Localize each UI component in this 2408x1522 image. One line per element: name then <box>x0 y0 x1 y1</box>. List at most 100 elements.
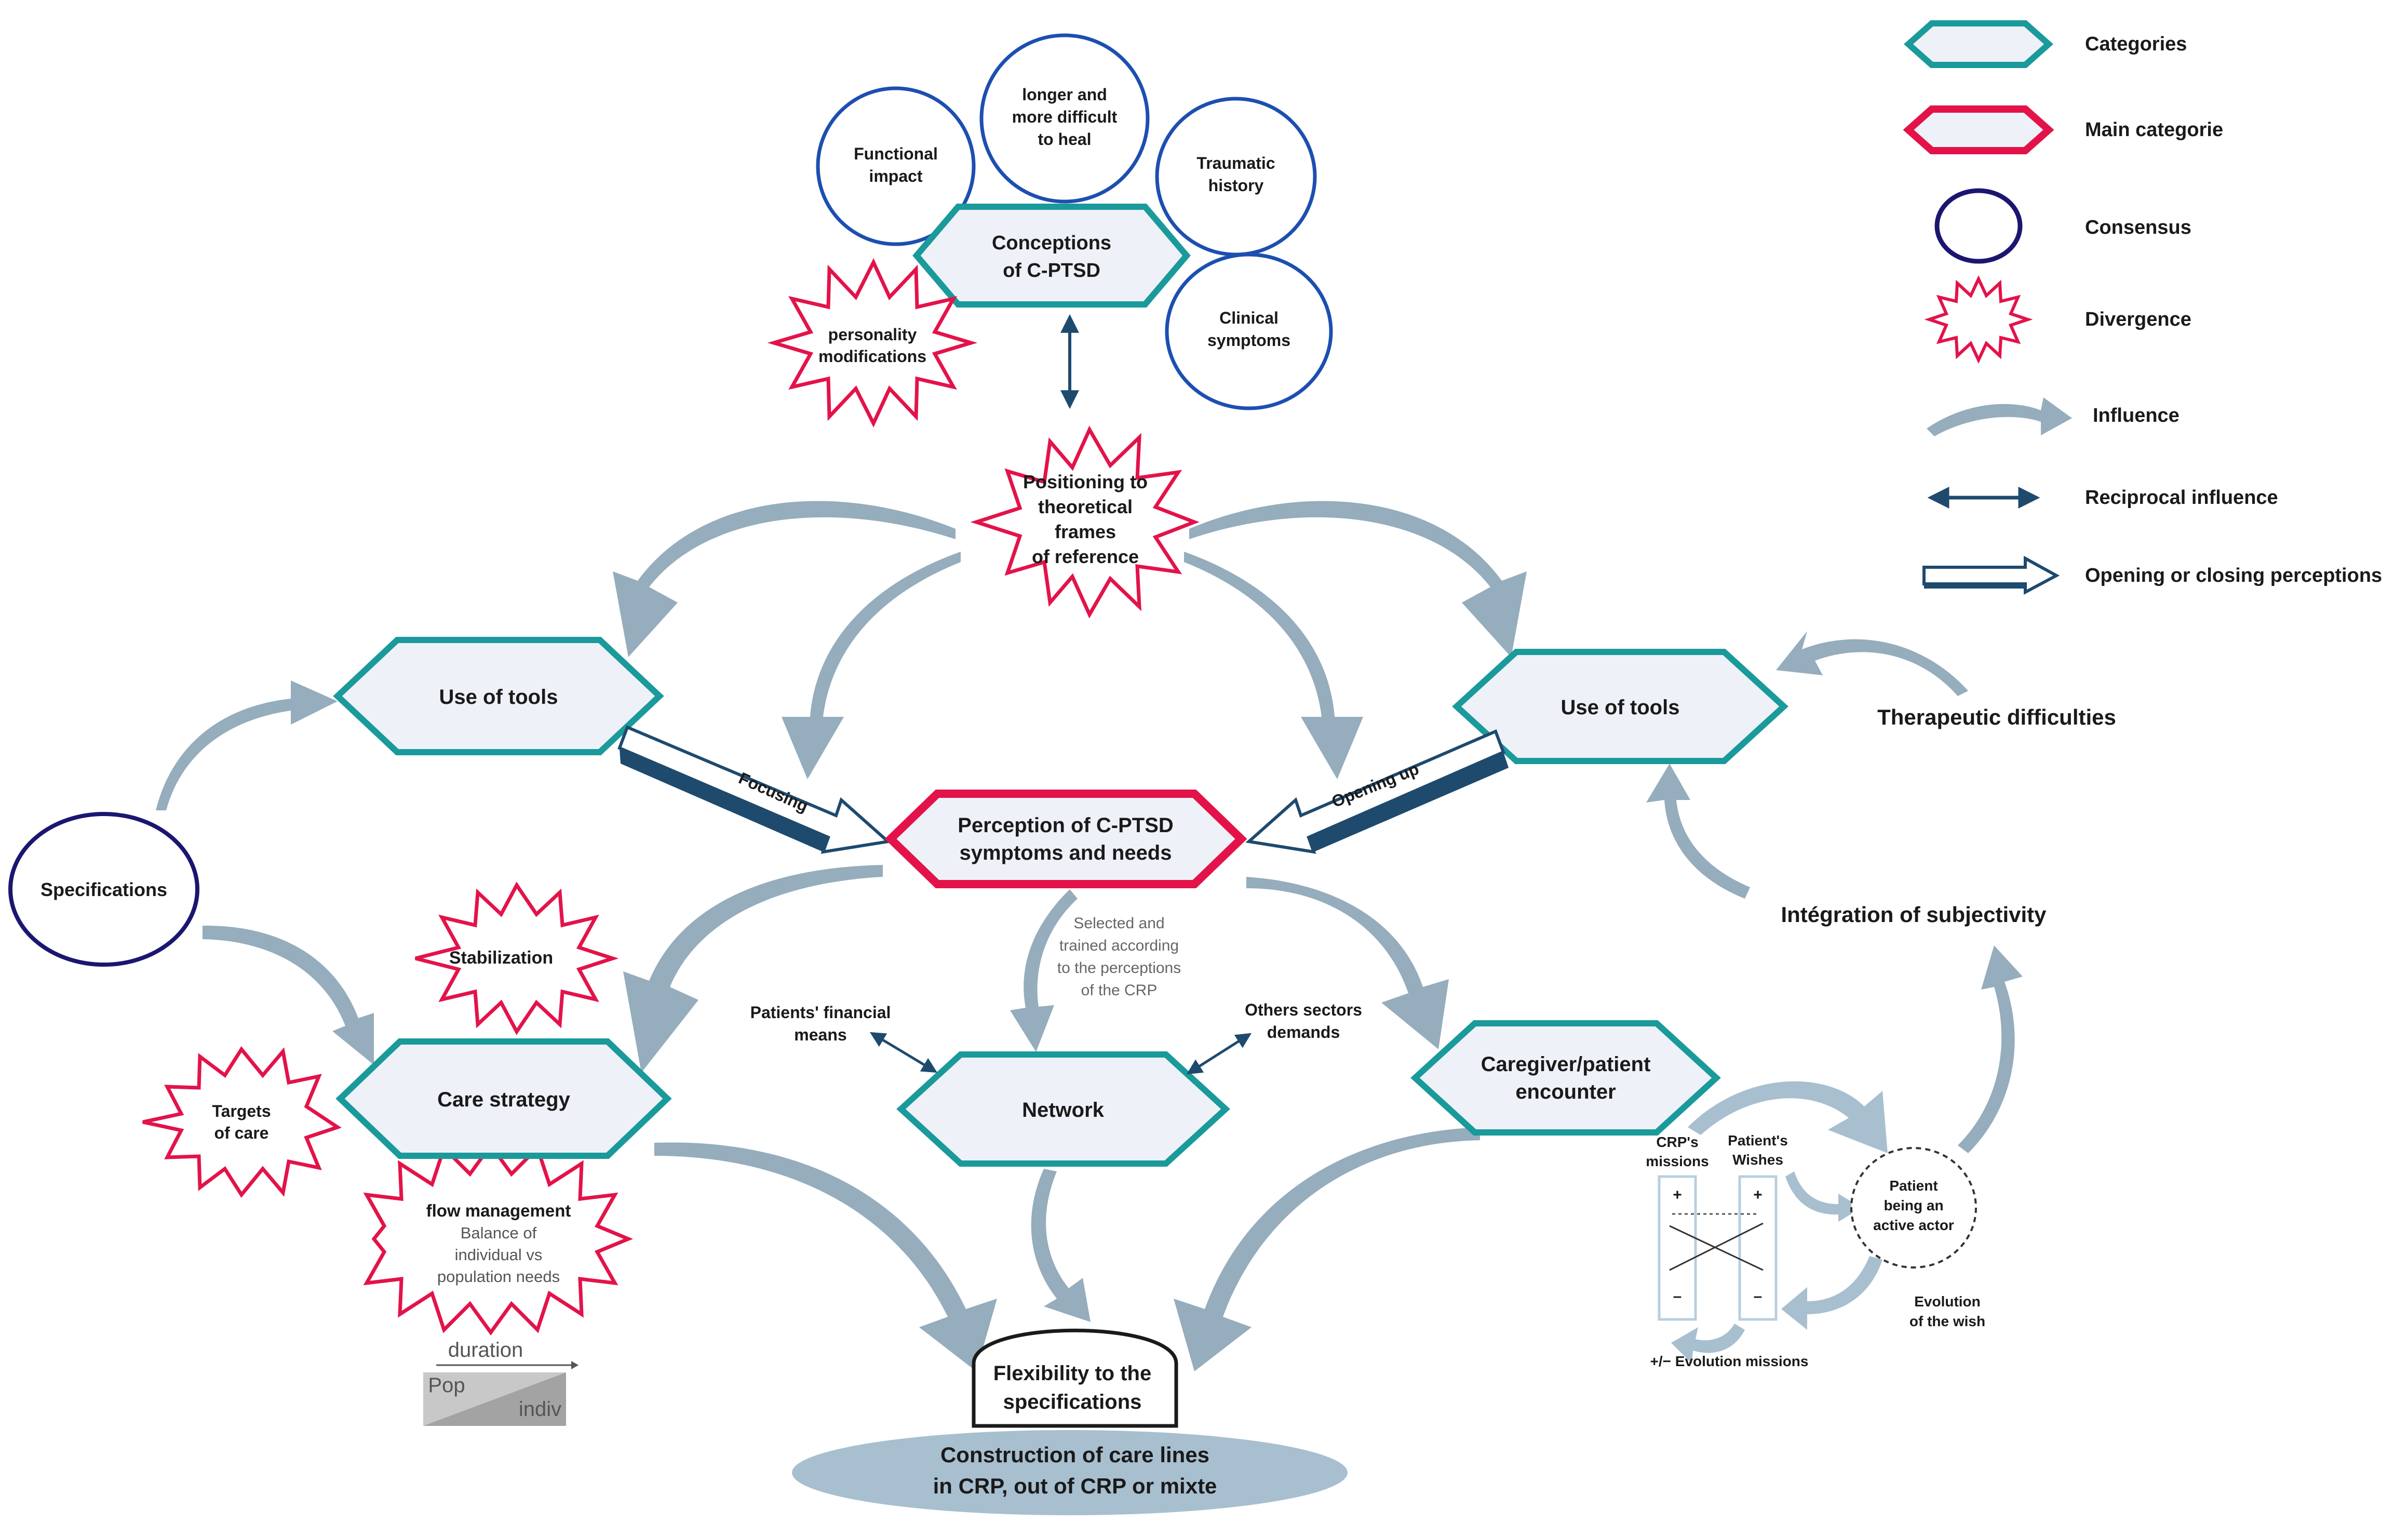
arrow-evolution-wish <box>1781 1256 1882 1330</box>
arrow-perception-to-care <box>623 865 883 1073</box>
wishes-bar <box>1738 1175 1778 1321</box>
arrow-evolution-missions <box>1671 1324 1745 1364</box>
arrow-actor-to-integration <box>1958 945 2023 1153</box>
construction-care-lines: Construction of care lines in CRP, out o… <box>792 1430 1348 1515</box>
use-tools-right-label: Use of tools <box>1561 696 1680 719</box>
divergence-stabilization: Stabilization <box>415 882 619 1035</box>
arrow-care-to-flexibility <box>654 1142 997 1371</box>
selected-line1: Selected and <box>1073 915 1164 932</box>
network-note: Selected and trained according to the pe… <box>1057 915 1181 999</box>
actor-line3: active actor <box>1873 1217 1954 1233</box>
arrow-perception-to-network <box>1010 889 1078 1052</box>
arrow-positioning-to-tools-right <box>1189 501 1527 657</box>
cross-line-1 <box>1669 1225 1764 1271</box>
evolution-missions-label: +/− Evolution missions <box>1650 1353 1809 1369</box>
positioning-line2: theoretical <box>1038 496 1133 517</box>
evolution-line2: of the wish <box>1909 1313 1985 1329</box>
arrow-network-to-flexibility <box>1031 1169 1091 1322</box>
category-hexagon <box>335 1038 672 1159</box>
consensus-functional-line1: Functional <box>854 144 938 163</box>
wishes-line2: Wishes <box>1732 1152 1783 1168</box>
consensus-circle <box>1165 252 1333 410</box>
arrow-perception-to-encounter <box>1246 877 1449 1049</box>
construction-line2: in CRP, out of CRP or mixte <box>933 1474 1217 1498</box>
category-encounter: Caregiver/patient encounter <box>1410 1020 1721 1136</box>
care-strategy-label: Care strategy <box>437 1088 570 1111</box>
wishes-plus: + <box>1753 1186 1763 1204</box>
consensus-clinical-symptoms: Clinical symptoms <box>1165 252 1333 410</box>
legend-main-category-icon <box>1903 105 2054 154</box>
perception-line1: Perception of C-PTSD <box>958 814 1174 837</box>
divergence-star <box>142 1046 342 1198</box>
crp-missions-line1: CRP's <box>1656 1134 1698 1150</box>
consensus-traumatic-history: Traumatic history <box>1155 97 1317 257</box>
arrow-integration-to-tools <box>1646 764 1750 899</box>
consensus-traumatic-line1: Traumatic <box>1196 154 1275 172</box>
legend-categories-label: Categories <box>2085 33 2187 55</box>
positioning-line3: frames <box>1055 521 1116 542</box>
category-hexagon <box>912 204 1191 308</box>
flexibility-line1: Flexibility to the <box>993 1362 1151 1385</box>
category-hexagon <box>1410 1020 1721 1136</box>
legend-influence-label: Influence <box>2093 405 2180 426</box>
construction-ellipse <box>792 1430 1348 1515</box>
crp-missions-line2: missions <box>1646 1153 1709 1169</box>
arrow-wishes-to-actor <box>1785 1171 1862 1222</box>
other-sectors: Others sectors demands <box>1186 1000 1362 1075</box>
arrow-encounter-to-actor <box>1688 1081 1888 1153</box>
network-label: Network <box>1022 1099 1105 1122</box>
encounter-detail: CRP's missions Patient's Wishes + + – – … <box>1646 1081 1985 1369</box>
arrow-specifications-to-care <box>203 925 374 1065</box>
legend-divergence-label: Divergence <box>2085 309 2191 330</box>
personality-line1: personality <box>828 325 917 344</box>
construction-line1: Construction of care lines <box>940 1443 1209 1467</box>
flexibility-arch <box>972 1328 1178 1428</box>
divergence-star <box>363 1142 634 1336</box>
encounter-line1: Caregiver/patient <box>1481 1053 1651 1076</box>
positioning-line4: of reference <box>1032 546 1139 567</box>
arrow-specifications-to-tools <box>156 680 338 810</box>
category-hexagon <box>896 1051 1230 1167</box>
financial-line1: Patients' financial <box>750 1003 891 1022</box>
indiv-label: indiv <box>519 1398 561 1421</box>
actor-line2: being an <box>1884 1197 1943 1213</box>
divergence-positioning: Positioning to theoretical frames of ref… <box>970 425 1200 619</box>
flexibility-box: Flexibility to the specifications <box>972 1328 1178 1428</box>
therapeutic-difficulties-label: Therapeutic difficulties <box>1877 705 2116 729</box>
divergence-star <box>415 882 619 1035</box>
category-conceptions: Conceptions of C-PTSD <box>912 204 1191 308</box>
actor-line1: Patient <box>1889 1178 1938 1194</box>
divergence-star <box>970 425 1200 619</box>
divergence-flow-management: flow management Balance of individual vs… <box>363 1142 634 1336</box>
crp-missions-bar <box>1658 1175 1697 1321</box>
consensus-circle <box>8 812 199 967</box>
legend-opening-label: Opening or closing perceptions <box>2085 565 2382 586</box>
arrow-encounter-to-flexibility <box>1174 1127 1480 1371</box>
legend-main-category-label: Main categorie <box>2085 119 2223 141</box>
reciprocal-arrow-sectors-network <box>1186 1033 1252 1075</box>
pop-label: Pop <box>428 1374 465 1397</box>
flow-line1: flow management <box>426 1201 571 1220</box>
integration-label: Intégration of subjectivity <box>1781 902 2047 927</box>
flexibility-line2: specifications <box>1003 1391 1142 1413</box>
category-hexagon <box>333 637 664 755</box>
indiv-triangle <box>423 1372 566 1426</box>
arrow-positioning-to-perception-right <box>1184 552 1363 779</box>
legend-category-icon <box>1903 20 2054 68</box>
evolution-line1: Evolution <box>1914 1293 1981 1310</box>
targets-line1: Targets <box>212 1102 271 1120</box>
consensus-functional-line2: impact <box>869 167 922 185</box>
duration-axis-head <box>571 1361 579 1369</box>
arrow-positioning-to-tools-left <box>613 501 956 657</box>
category-use-tools-left: Use of tools <box>333 637 664 755</box>
consensus-traumatic-line2: history <box>1208 176 1264 195</box>
flow-line2: Balance of <box>461 1224 537 1242</box>
divergence-targets: Targets of care <box>142 1046 342 1198</box>
legend-reciprocal-label: Reciprocal influence <box>2085 487 2278 509</box>
arrow-positioning-to-perception-left <box>782 552 961 779</box>
sectors-line2: demands <box>1267 1023 1340 1042</box>
flow-line4: population needs <box>437 1267 560 1286</box>
consensus-clinical-line2: symptoms <box>1207 331 1290 350</box>
reciprocal-arrow-financial-network <box>869 1032 938 1073</box>
encounter-line2: encounter <box>1515 1080 1616 1103</box>
